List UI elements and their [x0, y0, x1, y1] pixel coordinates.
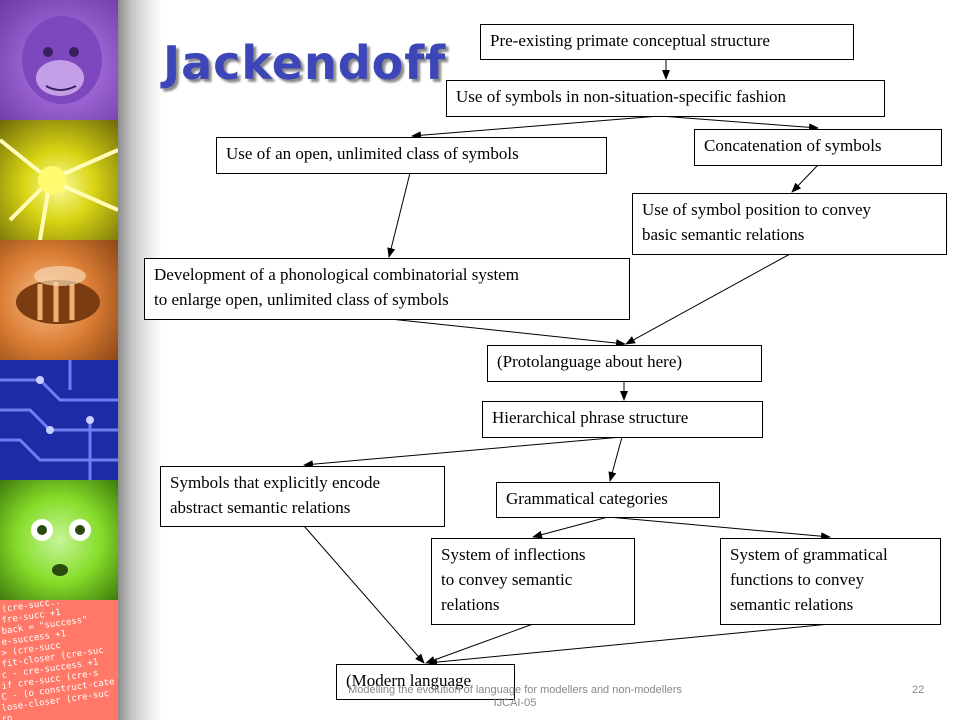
neuron-drawing: [0, 138, 118, 240]
arrow-phonological-to-protolanguage: [389, 318, 626, 348]
bee-image: [0, 240, 118, 360]
node-inflections: System of inflections to convey semantic…: [431, 538, 635, 625]
node-open-class-symbols: Use of an open, unlimited class of symbo…: [216, 137, 607, 174]
node-symbols-non-situation: Use of symbols in non-situation-specific…: [446, 80, 885, 117]
node-pre-existing-structure: Pre-existing primate conceptual structur…: [480, 24, 854, 60]
arrow-symbols-to-concatenation: [659, 115, 819, 132]
node-protolanguage: (Protolanguage about here): [487, 345, 762, 382]
arrow-inflections-to-modern: [425, 623, 534, 664]
chimpanzee-drawing: [22, 16, 102, 104]
node-symbol-position: Use of symbol position to convey basic s…: [632, 193, 947, 255]
baby-face-image: [0, 480, 118, 600]
node-explicit-symbols: Symbols that explicitly encode abstract …: [160, 466, 445, 527]
chimpanzee-image: [0, 0, 118, 120]
node-phonological-system: Development of a phonological combinator…: [144, 258, 630, 320]
arrow-concatenation-to-position: [791, 164, 819, 193]
node-concatenation: Concatenation of symbols: [694, 129, 942, 166]
code-line: ro: [1, 714, 13, 720]
footer-text: Modelling the evolution of language for …: [348, 684, 682, 709]
arrow-open-class-to-phonological: [387, 172, 411, 258]
arrow-explicit-to-modern: [303, 525, 425, 664]
node-modern-language: (Modern language: [336, 664, 515, 700]
bee-drawing: [16, 266, 100, 324]
baby-face-drawing: [31, 519, 91, 576]
neuron-image: [0, 120, 118, 240]
circuit-board-image: [0, 360, 118, 480]
sidebar-shadow: [118, 0, 162, 720]
node-grammatical-functions: System of grammatical functions to conve…: [720, 538, 941, 625]
slide-title: Jackendoff: [163, 36, 447, 90]
arrow-symbols-to-open-class: [411, 115, 661, 140]
arrow-position-to-protolanguage: [625, 253, 791, 345]
arrow-categories-to-inflections: [532, 516, 609, 539]
node-hierarchical-phrase: Hierarchical phrase structure: [482, 401, 763, 438]
node-grammatical-categories: Grammatical categories: [496, 482, 720, 518]
arrow-hierarchical-to-categories: [608, 436, 623, 482]
arrow-hierarchical-to-explicit: [303, 436, 623, 469]
circuit-drawing: [0, 360, 118, 480]
arrow-functions-to-modern: [427, 623, 831, 667]
arrow-categories-to-functions: [607, 516, 831, 541]
page-number: 22: [912, 684, 925, 696]
